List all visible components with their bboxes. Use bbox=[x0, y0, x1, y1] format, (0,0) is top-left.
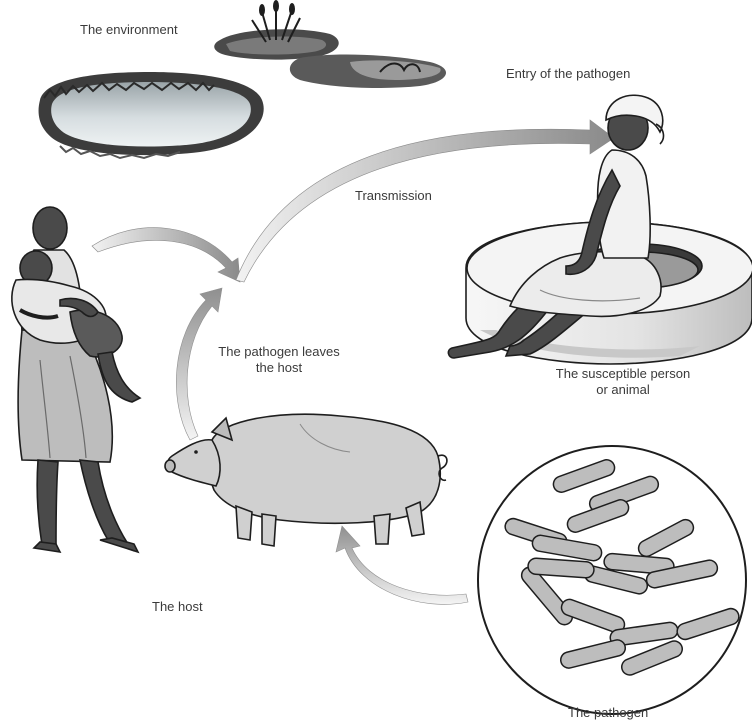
arrow-pathogen-to-host bbox=[336, 526, 468, 604]
pathogen-leaves-line2: the host bbox=[196, 360, 362, 376]
pathogen-label: The pathogen bbox=[568, 705, 648, 721]
arrow-mother-to-center bbox=[92, 228, 240, 282]
susceptible-line1: The susceptible person bbox=[536, 366, 710, 382]
susceptible-line2: or animal bbox=[536, 382, 710, 398]
pathogen-leaves-label: The pathogen leaves the host bbox=[196, 344, 362, 376]
bacteria-circle-icon bbox=[478, 446, 746, 714]
host-label: The host bbox=[152, 599, 203, 615]
environment-label: The environment bbox=[80, 22, 178, 38]
mother-child-icon bbox=[12, 207, 140, 552]
transmission-label: Transmission bbox=[355, 188, 432, 204]
pig-icon bbox=[165, 414, 447, 546]
entry-label: Entry of the pathogen bbox=[506, 66, 630, 82]
susceptible-label: The susceptible person or animal bbox=[536, 366, 710, 398]
pathogen-leaves-line1: The pathogen leaves bbox=[196, 344, 362, 360]
